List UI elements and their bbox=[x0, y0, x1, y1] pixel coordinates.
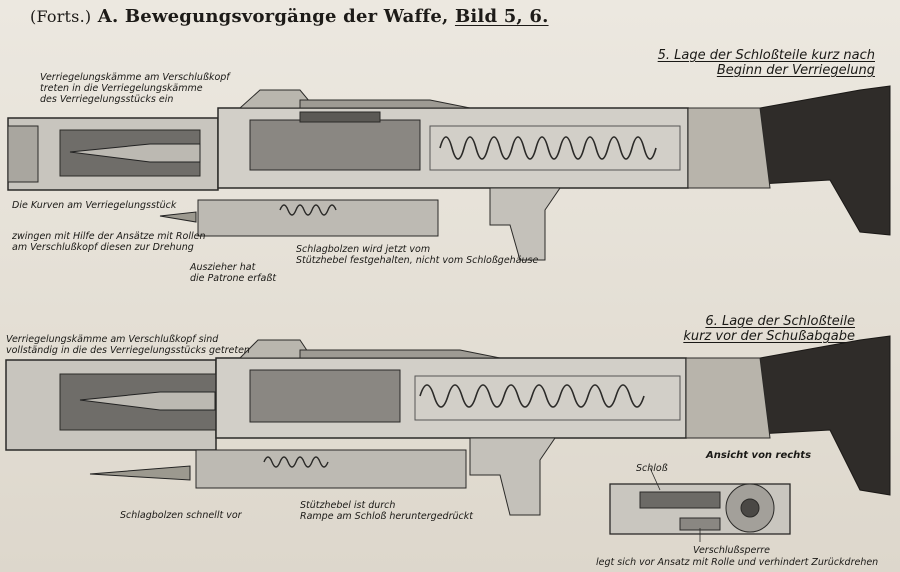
loose-cartridge bbox=[159, 211, 197, 223]
figure5-caption-line1: 5. Lage der Schloßteile kurz nach bbox=[657, 48, 875, 63]
figure5-caption-line2: Beginn der Verriegelung bbox=[716, 63, 875, 78]
firing-pin-spring bbox=[279, 204, 337, 216]
muzzle-section bbox=[7, 125, 39, 183]
inset-bottom-note: legt sich vor Ansatz mit Rolle und verhi… bbox=[596, 557, 879, 568]
inset-leader-schloss bbox=[649, 467, 661, 491]
top-cover bbox=[299, 99, 471, 109]
figure5-gun-drawing bbox=[7, 85, 891, 261]
page-header: (Forts.) A. Bewegungsvorgänge der Waffe,… bbox=[30, 6, 549, 27]
label-f6-stuetzhebel: Stützhebel ist durch Rampe am Schloß her… bbox=[300, 500, 473, 522]
pistol-grip bbox=[489, 187, 561, 261]
figure5-caption: 5. Lage der Schloßteile kurz nach Beginn… bbox=[630, 48, 875, 78]
feed-cover bbox=[238, 89, 317, 109]
bolt-cutaway bbox=[195, 449, 467, 489]
label-f5-kurven: Die Kurven am Verriegelungsstück bbox=[12, 200, 177, 211]
figure6-caption: 6. Lage der Schloßteile kurz vor der Sch… bbox=[620, 314, 855, 344]
header-prefix: (Forts.) bbox=[30, 7, 92, 26]
feed-cover bbox=[238, 339, 313, 359]
spring-tube bbox=[429, 125, 681, 171]
inset-roller bbox=[740, 498, 760, 518]
inset-lock bbox=[639, 491, 721, 509]
figure6-gun-drawing bbox=[5, 335, 891, 516]
cartridge bbox=[79, 391, 216, 411]
label-f5-schlagbolzen: Schlagbolzen wird jetzt vom Stützhebel f… bbox=[296, 244, 539, 266]
header-title: A. Bewegungsvorgänge der Waffe, bbox=[97, 6, 449, 27]
label-f6-verriegelungskaemme: Verriegelungskämme am Verschlußkopf sind… bbox=[6, 334, 250, 356]
label-f5-zwingen: zwingen mit Hilfe der Ansätze mit Rollen… bbox=[12, 231, 206, 253]
label-f5-auszieher: Auszieher hat die Patrone erfaßt bbox=[190, 262, 277, 284]
figure6-caption-line2: kurz vor der Schußabgabe bbox=[683, 329, 855, 344]
pistol-grip bbox=[469, 437, 556, 516]
stock-butt-plate bbox=[685, 357, 771, 439]
recoil-spring bbox=[439, 136, 657, 160]
label-f5-verriegelungskaemme: Verriegelungskämme am Verschlußkopf tret… bbox=[40, 72, 230, 105]
inset-label-schloss: Schloß bbox=[636, 463, 668, 474]
header-figure-ref: Bild 5, 6. bbox=[454, 6, 549, 27]
inset-drawing bbox=[609, 467, 791, 542]
locking-piece bbox=[299, 111, 381, 123]
recoil-spring bbox=[419, 384, 645, 408]
inset-title: Ansicht von rechts bbox=[706, 450, 812, 461]
bolt-group bbox=[249, 119, 421, 171]
figure6-caption-line1: 6. Lage der Schloßteile bbox=[705, 314, 855, 329]
bolt-group bbox=[249, 369, 401, 423]
inset-label-verschlusssperre: Verschlußsperre bbox=[693, 545, 771, 556]
firing-pin-spring bbox=[263, 456, 329, 468]
stock-butt-plate bbox=[687, 107, 771, 189]
loose-cartridge bbox=[89, 465, 191, 481]
label-f6-schlagbolzen: Schlagbolzen schnellt vor bbox=[120, 510, 242, 521]
cartridge bbox=[69, 143, 201, 163]
top-cover bbox=[299, 349, 501, 359]
spring-tube bbox=[414, 375, 681, 421]
